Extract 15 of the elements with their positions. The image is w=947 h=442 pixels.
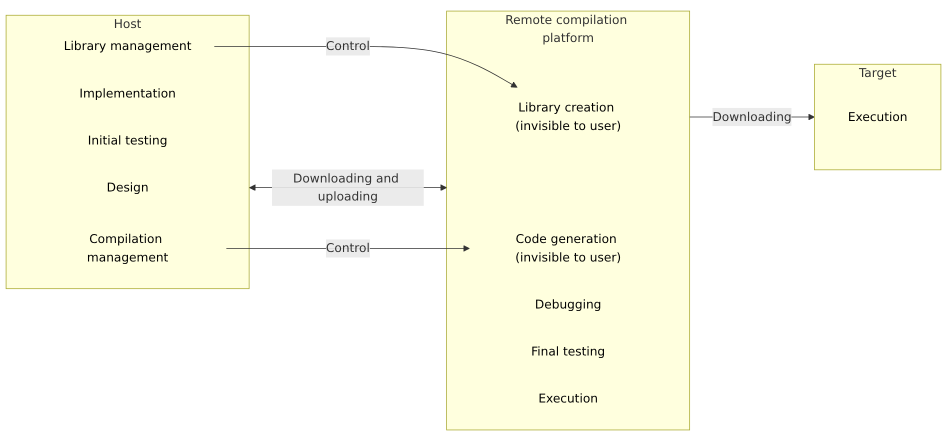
node-text: Debugging [534, 298, 602, 312]
node-text: Execution [538, 392, 598, 406]
node-text: Compilation management [86, 232, 168, 265]
edge-label: Downloading and uploading [292, 171, 399, 204]
edge-label: Control [326, 241, 370, 256]
node-text: Code generation (invisible to user) [515, 232, 622, 265]
node-text: Design [106, 180, 149, 195]
node-text: Final testing [531, 344, 606, 360]
node-text: Execution [848, 110, 908, 124]
node-text: Library management [64, 39, 192, 54]
edge-label: Downloading [712, 110, 792, 124]
node-text: Initial testing [88, 133, 168, 148]
node-text: Library creation (invisible to user) [515, 100, 622, 134]
edge-label: Control [326, 39, 370, 54]
node-text: Implementation [79, 86, 176, 101]
